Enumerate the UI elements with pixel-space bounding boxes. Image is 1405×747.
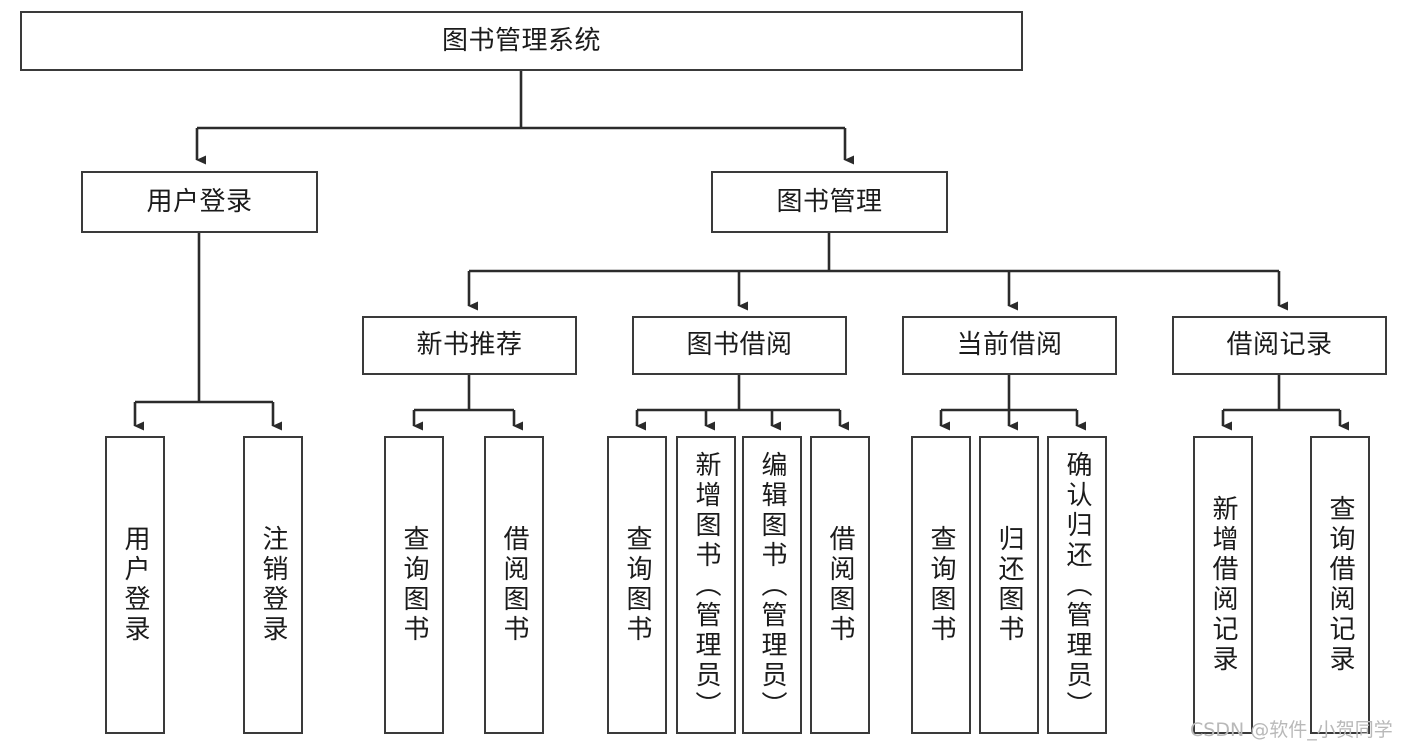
node-leaf-query-book-3[interactable]: 查询图书 bbox=[911, 436, 971, 734]
node-leaf-edit-book[interactable]: 编辑图书（管理员） bbox=[742, 436, 802, 734]
csdn-watermark: CSDN @软件_小贺同学 bbox=[1190, 719, 1393, 741]
node-leaf-query-book-3-label: 查询图书 bbox=[926, 525, 956, 645]
node-leaf-query-book-2[interactable]: 查询图书 bbox=[607, 436, 667, 734]
node-leaf-add-book-label: 新增图书（管理员） bbox=[691, 451, 721, 721]
node-leaf-logout-label: 注销登录 bbox=[258, 525, 288, 645]
node-leaf-confirm-return-label: 确认归还（管理员） bbox=[1062, 451, 1092, 721]
node-current-borrow-label: 当前借阅 bbox=[956, 330, 1063, 361]
node-leaf-borrow-book-1[interactable]: 借阅图书 bbox=[484, 436, 544, 734]
node-leaf-add-record[interactable]: 新增借阅记录 bbox=[1193, 436, 1253, 734]
node-leaf-query-book-1-label: 查询图书 bbox=[399, 525, 429, 645]
node-user-login[interactable]: 用户登录 bbox=[81, 171, 318, 233]
node-leaf-query-record[interactable]: 查询借阅记录 bbox=[1310, 436, 1370, 734]
node-current-borrow[interactable]: 当前借阅 bbox=[902, 316, 1117, 375]
node-book-management[interactable]: 图书管理 bbox=[711, 171, 948, 233]
node-leaf-logout[interactable]: 注销登录 bbox=[243, 436, 303, 734]
node-root[interactable]: 图书管理系统 bbox=[20, 11, 1023, 71]
node-leaf-borrow-book-1-label: 借阅图书 bbox=[499, 525, 529, 645]
node-borrow-record[interactable]: 借阅记录 bbox=[1172, 316, 1387, 375]
node-leaf-borrow-book-2-label: 借阅图书 bbox=[825, 525, 855, 645]
node-book-borrow[interactable]: 图书借阅 bbox=[632, 316, 847, 375]
node-leaf-add-book[interactable]: 新增图书（管理员） bbox=[676, 436, 736, 734]
node-leaf-return-book[interactable]: 归还图书 bbox=[979, 436, 1039, 734]
node-root-label: 图书管理系统 bbox=[441, 25, 601, 56]
node-borrow-record-label: 借阅记录 bbox=[1226, 330, 1333, 361]
node-new-book-recommend[interactable]: 新书推荐 bbox=[362, 316, 577, 375]
node-leaf-borrow-book-2[interactable]: 借阅图书 bbox=[810, 436, 870, 734]
node-user-login-label: 用户登录 bbox=[146, 186, 253, 217]
node-leaf-add-record-label: 新增借阅记录 bbox=[1208, 495, 1238, 675]
node-book-borrow-label: 图书借阅 bbox=[686, 330, 793, 361]
node-leaf-confirm-return[interactable]: 确认归还（管理员） bbox=[1047, 436, 1107, 734]
node-leaf-return-book-label: 归还图书 bbox=[994, 525, 1024, 645]
node-leaf-edit-book-label: 编辑图书（管理员） bbox=[757, 451, 787, 721]
node-leaf-query-record-label: 查询借阅记录 bbox=[1325, 495, 1355, 675]
node-leaf-user-login[interactable]: 用户登录 bbox=[105, 436, 165, 734]
node-leaf-user-login-label: 用户登录 bbox=[120, 525, 150, 645]
node-new-book-recommend-label: 新书推荐 bbox=[416, 330, 523, 361]
node-book-management-label: 图书管理 bbox=[776, 186, 883, 217]
node-leaf-query-book-1[interactable]: 查询图书 bbox=[384, 436, 444, 734]
node-leaf-query-book-2-label: 查询图书 bbox=[622, 525, 652, 645]
